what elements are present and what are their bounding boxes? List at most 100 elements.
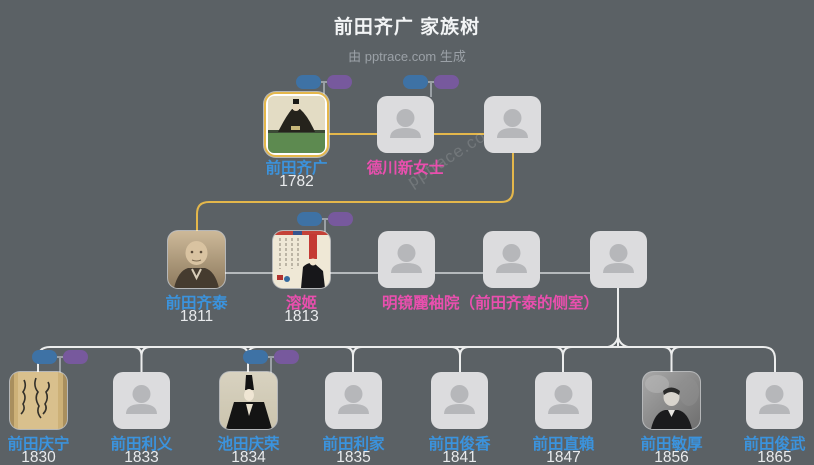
mother-badge-icon[interactable] xyxy=(63,350,88,364)
person-name[interactable]: 明镜麗袖院（前田齐泰的侧室） xyxy=(382,295,600,312)
father-badge-icon[interactable] xyxy=(243,350,268,364)
person-name[interactable]: 前田直賴 xyxy=(532,436,595,453)
person-name[interactable]: 溶姬 xyxy=(285,295,318,312)
mother-badge-icon[interactable] xyxy=(274,350,299,364)
person-node: 德川新女士 xyxy=(367,96,444,177)
person-year: 1813 xyxy=(284,308,319,325)
parents-indicator[interactable] xyxy=(32,350,88,373)
parents-indicator[interactable] xyxy=(296,75,352,96)
generator-credit: 由 pptrace.com 生成 xyxy=(348,49,466,64)
person-node: 前田利家 1835 xyxy=(322,372,385,465)
person-year: 1834 xyxy=(231,449,266,465)
father-badge-icon[interactable] xyxy=(403,75,428,89)
maeda-narihiro-portrait-icon xyxy=(268,96,325,153)
person-name[interactable]: 前田俊武 xyxy=(743,436,806,453)
maeda-yoshiyasu-calligraphy-icon xyxy=(10,372,67,429)
person-avatar[interactable] xyxy=(431,372,488,429)
person-name[interactable]: 前田敏厚 xyxy=(640,436,703,453)
person-placeholder-icon xyxy=(338,385,369,414)
child-drop-line xyxy=(553,346,573,372)
gen1-to-gen2-line xyxy=(196,153,514,231)
person-node: 明镜麗袖院（前田齐泰的侧室） xyxy=(378,231,599,312)
person-portrait[interactable] xyxy=(264,92,329,157)
person-placeholder-icon xyxy=(390,109,421,138)
person-node xyxy=(590,231,647,288)
person-name[interactable]: 前田俊香 xyxy=(428,436,491,453)
maeda-nariyasu-portrait-icon xyxy=(168,231,225,288)
parents-indicator[interactable] xyxy=(297,212,353,232)
person-placeholder-icon xyxy=(444,385,475,414)
person-year: 1830 xyxy=(21,449,56,465)
person-name[interactable]: 池田庆荣 xyxy=(217,436,280,453)
badge-drop-line xyxy=(324,219,326,232)
person-name[interactable]: 前田利家 xyxy=(322,436,385,453)
badge-drop-line xyxy=(270,357,272,373)
person-placeholder-icon xyxy=(603,244,634,273)
person-name[interactable]: 德川新女士 xyxy=(366,160,445,177)
badge-drop-line xyxy=(59,357,61,373)
person-node xyxy=(484,96,541,153)
person-avatar[interactable] xyxy=(113,372,170,429)
father-badge-icon[interactable] xyxy=(297,212,322,226)
gen2-to-gen3-line xyxy=(607,288,629,348)
person-avatar[interactable] xyxy=(746,372,803,429)
person-node xyxy=(483,231,540,288)
badge-drop-line xyxy=(323,82,325,96)
person-avatar[interactable] xyxy=(325,372,382,429)
person-placeholder-icon xyxy=(496,244,527,273)
person-node: 前田俊香 1841 xyxy=(428,372,491,465)
mother-badge-icon[interactable] xyxy=(434,75,459,89)
person-node: 前田庆宁 1830 xyxy=(7,372,70,465)
person-name[interactable]: 前田齐泰 xyxy=(165,295,228,312)
person-year: 1841 xyxy=(442,449,477,465)
person-placeholder-icon xyxy=(126,385,157,414)
children-bus-line xyxy=(37,346,776,372)
badge-drop-line xyxy=(430,82,432,97)
child-drop-line xyxy=(132,346,151,372)
page-title: 前田齐广 家族树 xyxy=(333,17,481,38)
person-placeholder-icon xyxy=(759,385,790,414)
person-year: 1865 xyxy=(757,449,792,465)
person-node: 池田庆荣 1834 xyxy=(217,372,280,465)
maeda-toshiatsu-photo-icon xyxy=(643,372,700,429)
person-node: 前田直賴 1847 xyxy=(532,372,595,465)
father-badge-icon[interactable] xyxy=(296,75,321,89)
person-node: 前田齐广 1782 xyxy=(264,92,329,190)
mother-badge-icon[interactable] xyxy=(328,212,353,226)
person-year: 1847 xyxy=(546,449,581,465)
person-avatar[interactable] xyxy=(590,231,647,288)
person-year: 1856 xyxy=(654,449,689,465)
person-portrait[interactable] xyxy=(643,372,700,429)
person-placeholder-icon xyxy=(391,244,422,273)
person-name[interactable]: 前田庆宁 xyxy=(7,436,70,453)
person-name[interactable]: 前田利义 xyxy=(110,436,173,453)
person-placeholder-icon xyxy=(497,109,528,138)
parents-indicator[interactable] xyxy=(403,75,459,97)
yohime-portrait-icon xyxy=(273,231,330,288)
parents-indicator[interactable] xyxy=(243,350,299,373)
person-portrait[interactable] xyxy=(10,372,67,429)
father-badge-icon[interactable] xyxy=(32,350,57,364)
child-drop-line xyxy=(450,346,470,372)
person-node: 前田齐泰 1811 xyxy=(165,231,228,325)
mother-badge-icon[interactable] xyxy=(327,75,352,89)
person-avatar[interactable] xyxy=(535,372,592,429)
person-avatar[interactable] xyxy=(483,231,540,288)
person-year: 1835 xyxy=(336,449,371,465)
child-drop-line xyxy=(343,346,363,372)
person-avatar[interactable] xyxy=(484,96,541,153)
person-avatar[interactable] xyxy=(378,231,435,288)
person-portrait[interactable] xyxy=(220,372,277,429)
person-year: 1833 xyxy=(124,449,159,465)
person-year: 1782 xyxy=(279,173,314,190)
person-node: 前田俊武 1865 xyxy=(743,372,806,465)
person-portrait[interactable] xyxy=(273,231,330,288)
person-name[interactable]: 前田齐广 xyxy=(265,160,328,177)
header: 前田齐广 家族树 由 pptrace.com 生成 xyxy=(0,12,814,65)
person-portrait[interactable] xyxy=(168,231,225,288)
person-node: 前田利义 1833 xyxy=(110,372,173,465)
person-avatar[interactable] xyxy=(377,96,434,153)
ikeda-yoshinori-portrait-icon xyxy=(220,372,277,429)
person-node: 前田敏厚 1856 xyxy=(640,372,703,465)
